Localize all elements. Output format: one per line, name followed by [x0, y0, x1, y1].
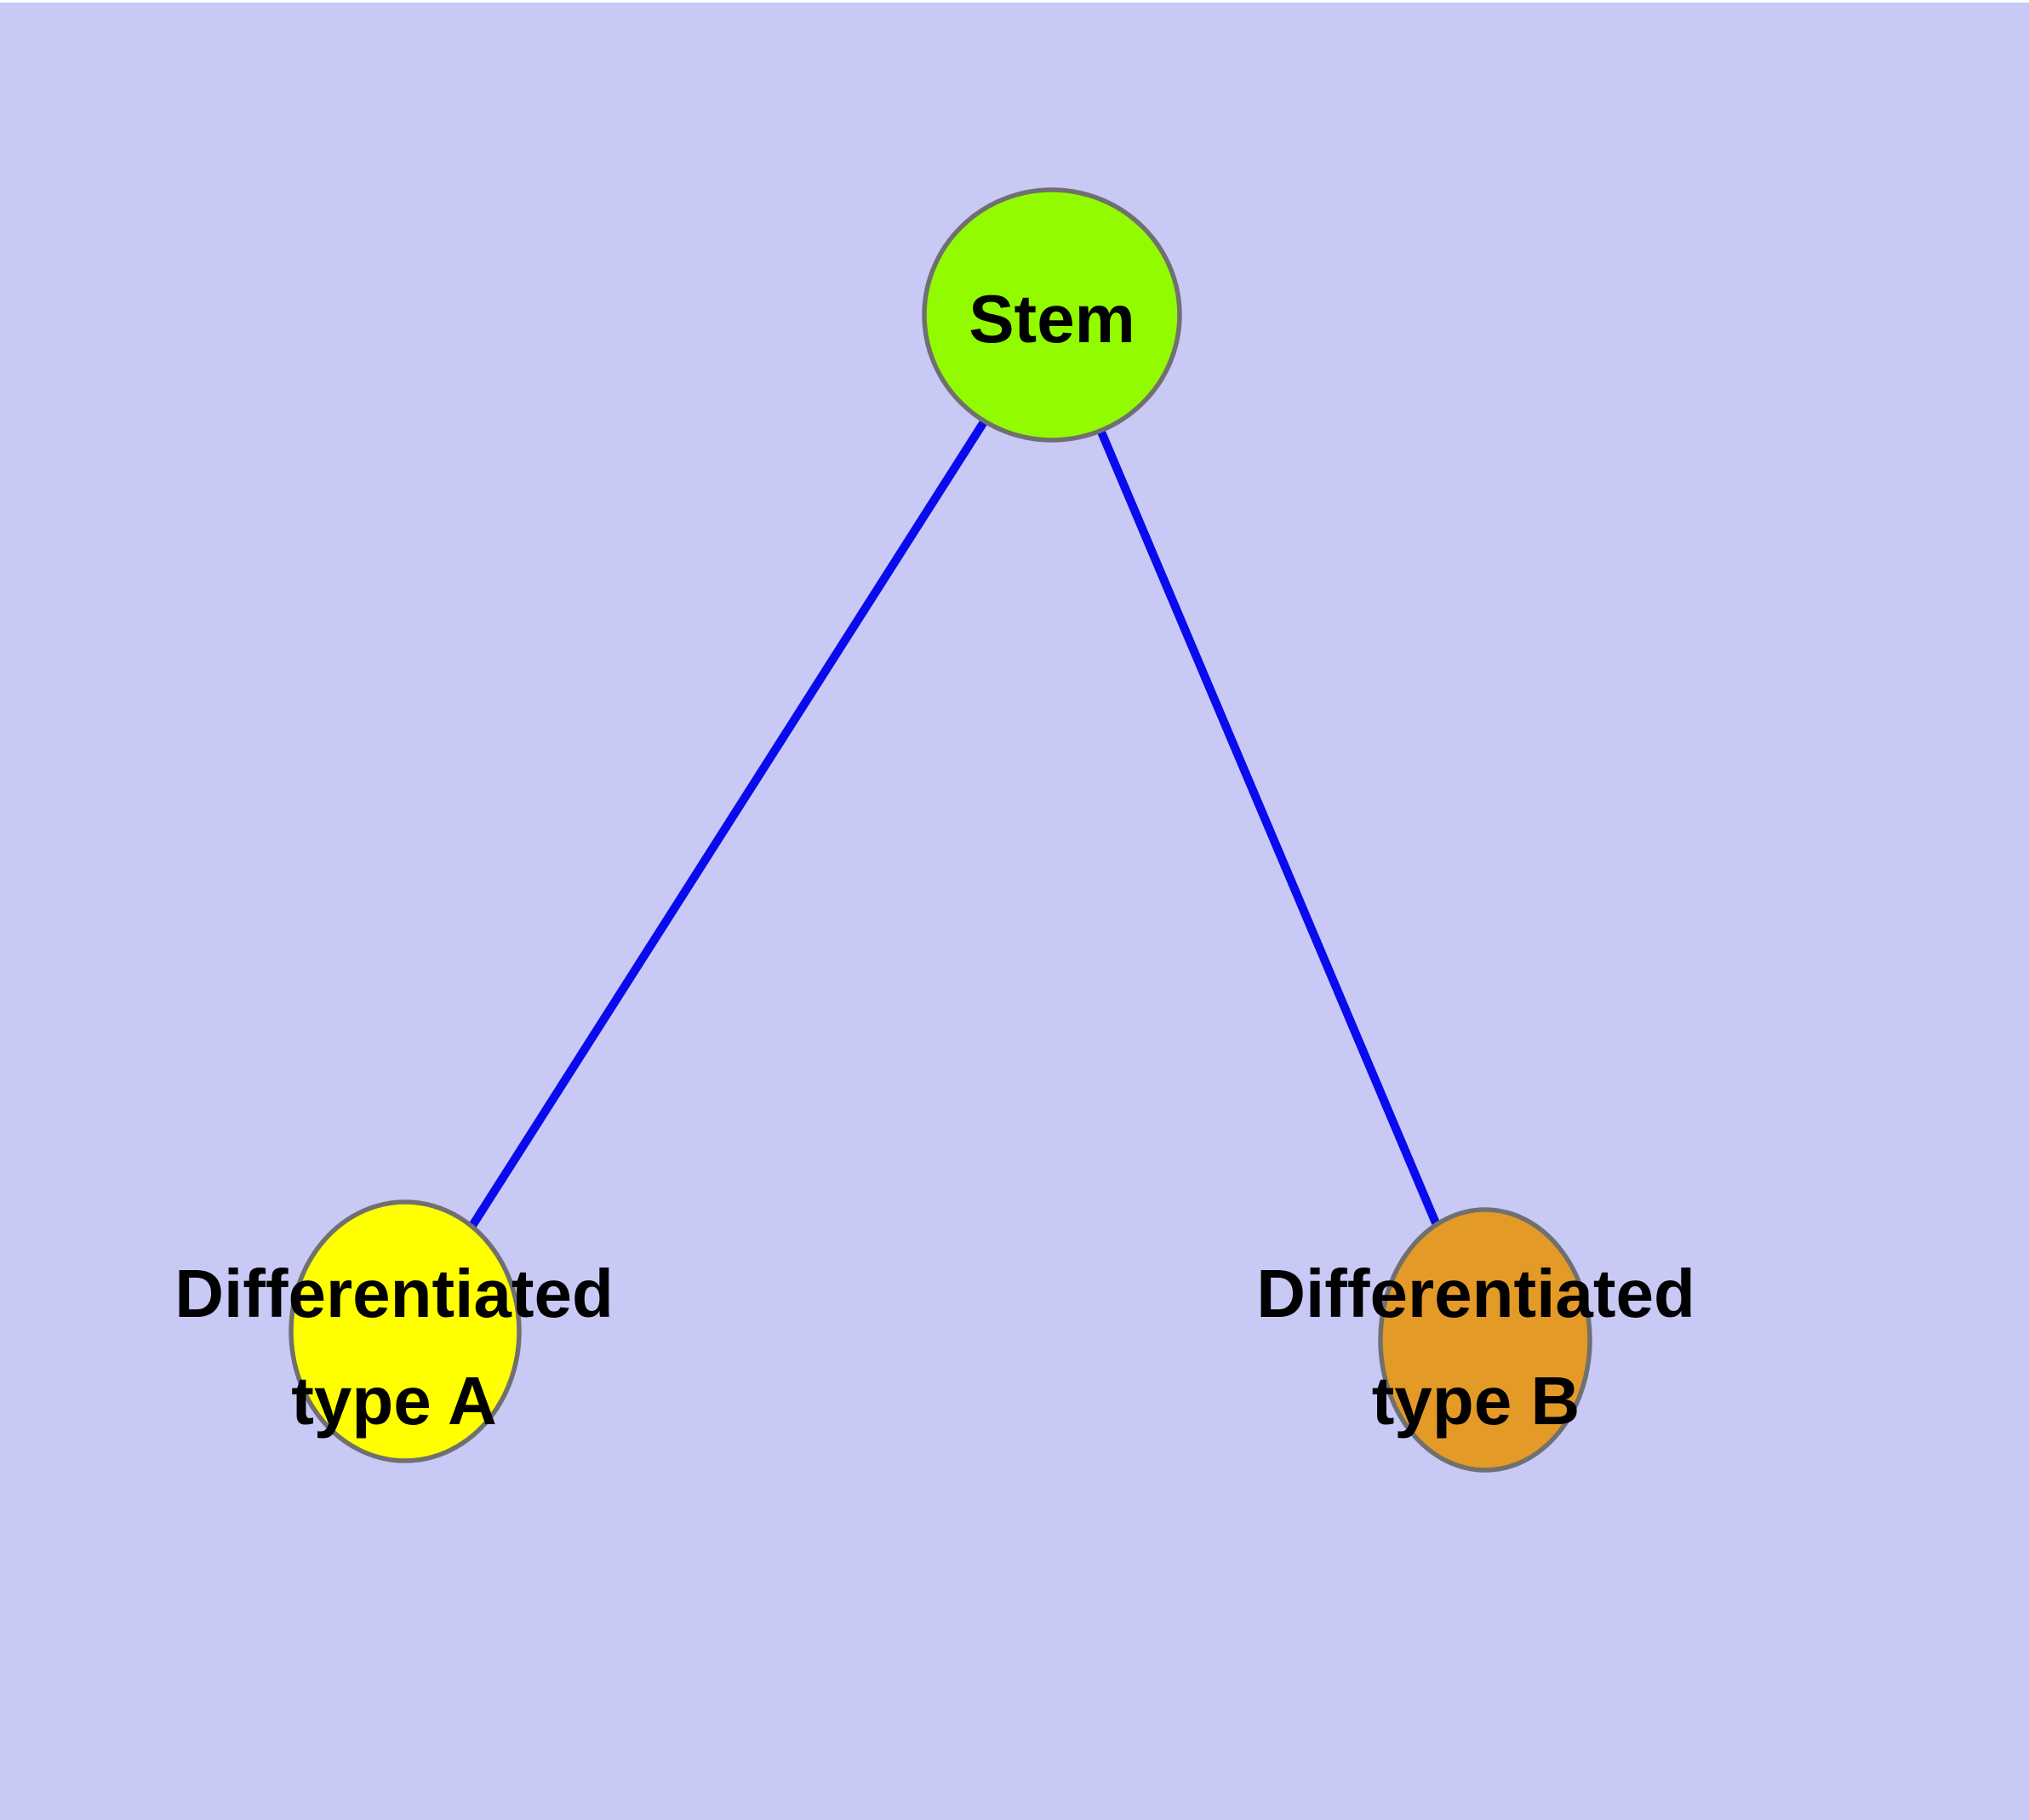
- node-differentiated-type-a: [289, 1199, 522, 1463]
- node-type-b-label-line2: type B: [1372, 1363, 1580, 1439]
- top-strip: [0, 0, 2029, 3]
- node-type-b-label-line1: Differentiated: [1256, 1256, 1695, 1331]
- node-stem: [922, 187, 1182, 443]
- edge-stem-to-type-b: [1048, 313, 1489, 1342]
- node-type-a-label-line2: type A: [291, 1363, 497, 1439]
- node-stem-label: Stem: [969, 281, 1135, 357]
- node-type-a-label-line1: Differentiated: [174, 1256, 614, 1331]
- node-differentiated-type-b: [1378, 1207, 1592, 1473]
- edge-stem-to-type-a: [401, 312, 1056, 1334]
